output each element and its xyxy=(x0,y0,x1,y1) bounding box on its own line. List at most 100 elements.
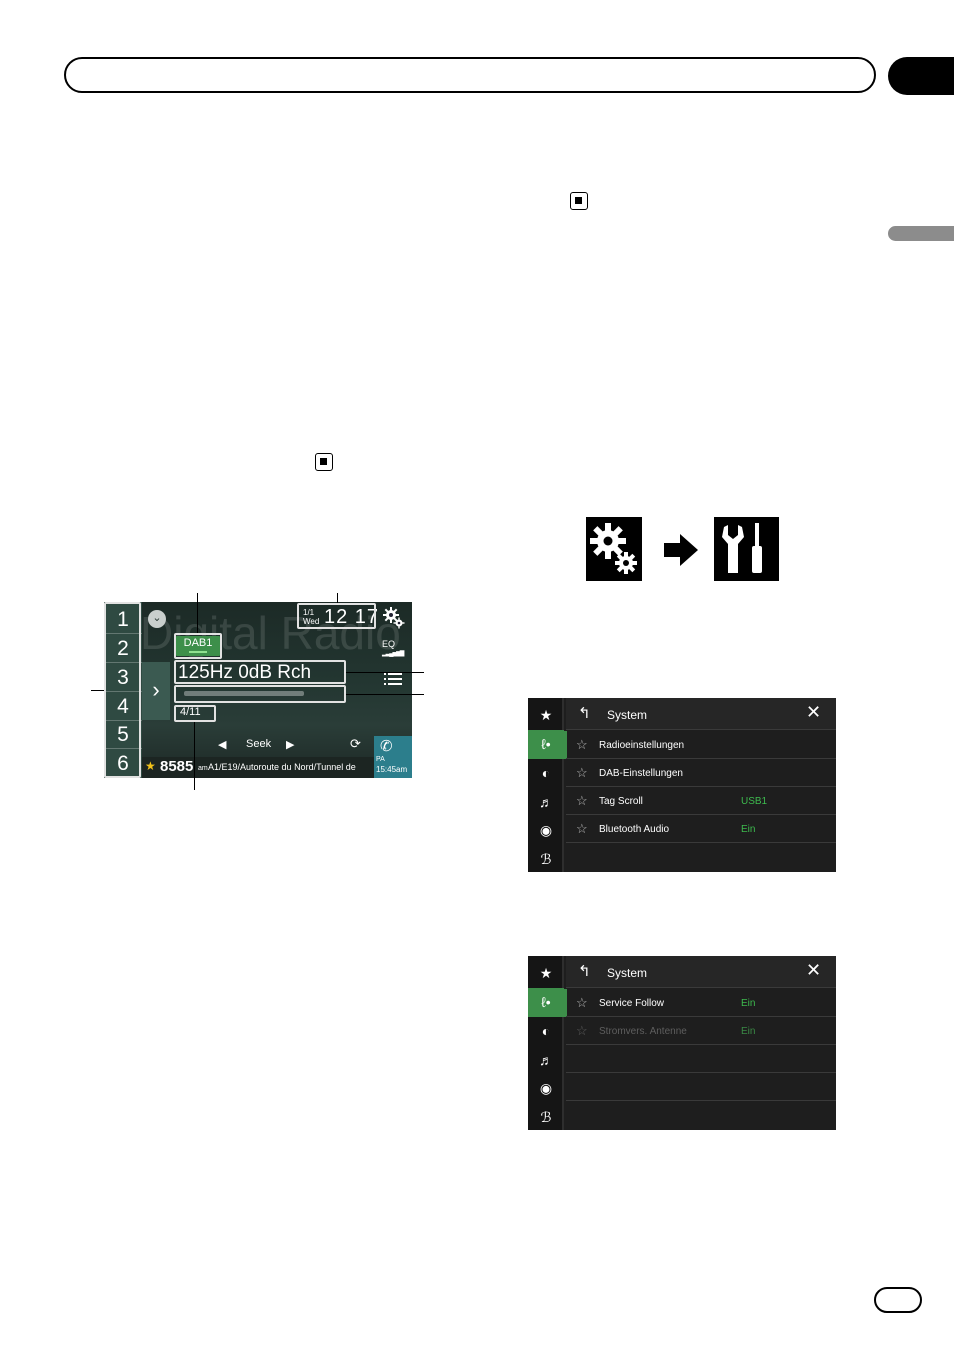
star-icon[interactable]: ★ xyxy=(539,707,553,723)
menu-sidebar: ★ ℓ• ◐ ♬ ◉ ℬ xyxy=(528,698,564,872)
menu-title: System xyxy=(607,708,648,722)
rds-text: A1/E19/Autoroute du Nord/Tunnel de xyxy=(208,762,356,772)
service-highlight xyxy=(174,685,346,703)
menu-item[interactable]: ☆ DAB-Einstellungen xyxy=(566,759,836,787)
settings-key xyxy=(586,517,642,581)
chapter-tab xyxy=(888,57,954,95)
preset-button[interactable]: 3 xyxy=(104,663,142,692)
callout-line xyxy=(337,593,338,603)
audio-icon[interactable]: ♬ xyxy=(539,794,553,810)
count-highlight xyxy=(174,705,216,722)
chevron-right-icon[interactable]: › xyxy=(142,662,170,720)
menu-item-value: USB1 xyxy=(741,796,768,807)
date-label: 1/1 xyxy=(303,608,315,617)
seek-back-icon[interactable]: ◀ xyxy=(218,739,227,751)
presets-highlight xyxy=(104,602,141,778)
system-tools-icon[interactable]: ℓ• xyxy=(528,988,564,1017)
band-button[interactable]: DAB1 xyxy=(176,636,220,656)
star-icon[interactable]: ★ xyxy=(145,759,156,773)
favorite-star-icon[interactable]: ☆ xyxy=(576,737,588,752)
close-icon[interactable]: ✕ xyxy=(806,960,822,980)
system-key xyxy=(714,517,779,581)
phone-icon: ✆ xyxy=(380,738,393,755)
end-of-section-mark xyxy=(315,453,333,471)
menu-item-label: Bluetooth Audio xyxy=(599,824,670,835)
favorite-star-icon[interactable]: ☆ xyxy=(576,995,588,1010)
menu-item-label: Service Follow xyxy=(599,998,665,1009)
menu-item[interactable]: ☆ Radioeinstellungen xyxy=(566,731,836,759)
text-highlight xyxy=(174,660,346,684)
phone-button[interactable]: ✆ PA 15:45am xyxy=(374,736,412,778)
eq-button[interactable]: EQ ▂▃▄▅▆▇ xyxy=(382,639,404,659)
bluetooth-icon[interactable]: ℬ xyxy=(540,1109,552,1125)
system-menu-screen: ★ ℓ• ◐ ♬ ◉ ℬ ↰ System ✕ ☆ Service Follow… xyxy=(528,956,836,1130)
dynamic-label-text: 125Hz 0dB Rch xyxy=(178,662,312,683)
service-name-blurred xyxy=(178,688,338,699)
selection-accent xyxy=(564,989,567,1017)
selection-accent xyxy=(564,731,567,759)
eq-label: EQ xyxy=(382,639,396,649)
menu-item-label: Radioeinstellungen xyxy=(599,740,685,751)
menu-item-empty xyxy=(566,1045,836,1073)
preset-frequency: 8585 xyxy=(160,758,194,775)
gear-icon[interactable] xyxy=(382,606,406,630)
phone-time: 15:45am xyxy=(376,765,408,774)
menu-item[interactable]: ☆ Bluetooth Audio Ein xyxy=(566,815,836,843)
time-label: 12 17 xyxy=(324,606,380,628)
callout-line xyxy=(197,593,198,633)
eq-bars-icon: ▂▃▄▅▆▇ xyxy=(382,651,404,657)
favorite-star-icon[interactable]: ☆ xyxy=(576,765,588,780)
tools-icon xyxy=(722,523,762,573)
seek-label: Seek xyxy=(246,738,272,750)
frequency-unit: am xyxy=(198,765,208,772)
callout-line xyxy=(346,672,424,673)
star-icon[interactable]: ★ xyxy=(539,965,553,981)
service-count: 4/11 xyxy=(180,706,201,718)
bluetooth-icon[interactable]: ℬ xyxy=(540,851,552,867)
day-label: Wed xyxy=(303,617,320,626)
menu-sidebar: ★ ℓ• ◐ ♬ ◉ ℬ xyxy=(528,956,564,1130)
list-icon[interactable] xyxy=(384,672,402,686)
callout-line xyxy=(194,722,195,790)
page-number-oval xyxy=(874,1287,922,1313)
disc-icon[interactable]: ◉ xyxy=(539,1080,553,1096)
system-tools-icon[interactable]: ℓ• xyxy=(528,730,564,759)
menu-item-label: DAB-Einstellungen xyxy=(599,768,683,779)
chevron-down-icon[interactable]: ⌄ xyxy=(148,610,166,628)
end-of-section-mark xyxy=(570,192,588,210)
history-icon[interactable]: ⟳ xyxy=(350,736,361,751)
menu-item[interactable]: ☆ Service Follow Ein xyxy=(566,989,836,1017)
favorite-star-icon: ☆ xyxy=(576,1023,588,1038)
callout-line xyxy=(91,690,104,691)
theme-icon[interactable]: ◐ xyxy=(541,1023,551,1039)
menu-item-label: Stromvers. Antenne xyxy=(599,1026,687,1037)
clock: 1/1 Wed 12 17 xyxy=(300,606,378,630)
menu-item-value: Ein xyxy=(741,824,756,835)
disc-icon[interactable]: ◉ xyxy=(539,822,553,838)
section-tab xyxy=(888,226,954,241)
preset-button[interactable]: 5 xyxy=(104,720,142,749)
back-icon[interactable]: ↰ xyxy=(578,705,591,722)
preset-button[interactable]: 6 xyxy=(117,752,129,775)
preset-button[interactable]: 2 xyxy=(104,634,142,663)
menu-title-bar: ↰ System ✕ xyxy=(566,698,836,730)
audio-icon[interactable]: ♬ xyxy=(539,1052,553,1068)
back-icon[interactable]: ↰ xyxy=(578,963,591,980)
preset-button[interactable]: 1 xyxy=(104,605,142,634)
seek-controls: ◀ Seek ▶ ⟳ xyxy=(170,736,376,754)
seek-forward-icon[interactable]: ▶ xyxy=(286,739,295,751)
system-menu-screen: ★ ℓ• ◐ ♬ ◉ ℬ ↰ System ✕ ☆ Radioeinstellu… xyxy=(528,698,836,872)
arrow-right-icon xyxy=(664,534,698,566)
gear-icon xyxy=(590,523,637,574)
menu-item[interactable]: ☆ Tag Scroll USB1 xyxy=(566,787,836,815)
favorite-star-icon[interactable]: ☆ xyxy=(576,793,588,808)
favorite-star-icon[interactable]: ☆ xyxy=(576,821,588,836)
menu-item-value: Ein xyxy=(741,1026,756,1037)
theme-icon[interactable]: ◐ xyxy=(541,765,551,781)
preset-button[interactable]: 4 xyxy=(104,692,142,721)
preset-list: 1 2 3 4 5 6 xyxy=(104,602,142,778)
menu-item-value: Ein xyxy=(741,998,756,1009)
dab-radio-screen: Digital Radio 1 2 3 4 5 6 ⌄ › DAB1 1/1 W… xyxy=(104,602,412,778)
header-bar xyxy=(64,57,876,93)
close-icon[interactable]: ✕ xyxy=(806,702,822,722)
